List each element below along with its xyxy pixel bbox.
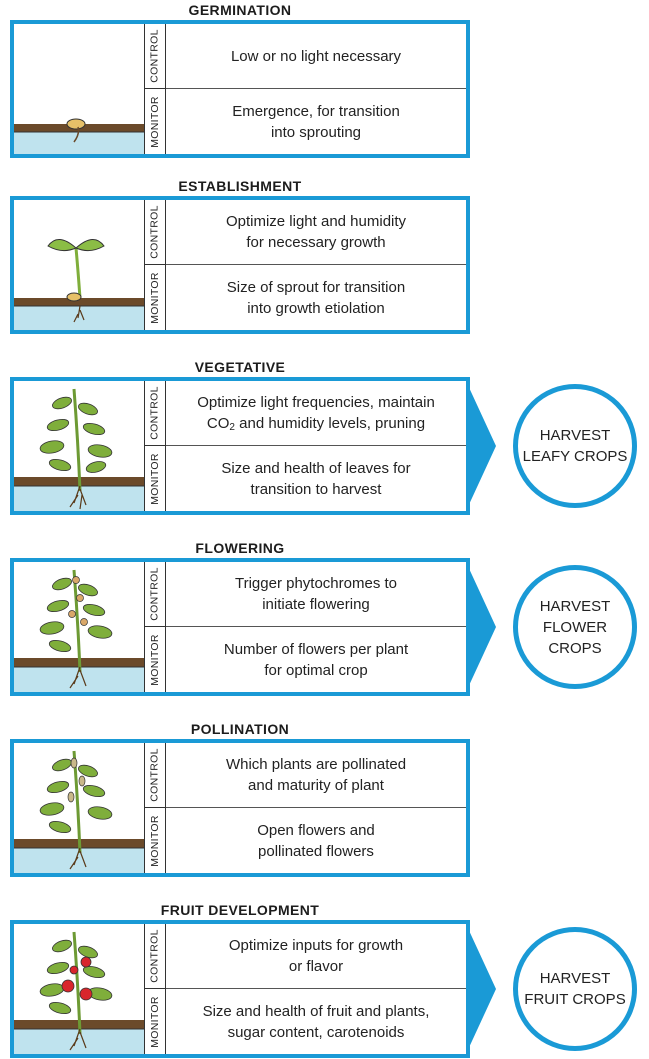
monitor-label: MONITOR: [149, 633, 161, 686]
stage-panel: CONTROL MONITOR Which plants are pollina…: [10, 739, 470, 877]
arrow-icon: [466, 381, 496, 511]
arrow-icon: [466, 924, 496, 1054]
stage-title: VEGETATIVE: [194, 359, 286, 375]
arrow-icon: [466, 562, 496, 692]
control-label: CONTROL: [149, 567, 161, 621]
stage-title: ESTABLISHMENT: [178, 178, 302, 194]
stage-panel: CONTROL MONITOR Optimize light frequenci…: [10, 377, 470, 515]
fruiting-plant-illustration: [14, 924, 144, 1054]
flowering-plant-illustration: [14, 562, 144, 692]
stage-title: GERMINATION: [188, 2, 292, 18]
monitor-label: MONITOR: [149, 452, 161, 505]
monitor-label: MONITOR: [149, 95, 161, 148]
monitor-label: MONITOR: [149, 271, 161, 324]
stage-panel: CONTROL MONITOR Optimize light and humid…: [10, 196, 470, 334]
stage-panel: CONTROL MONITOR Optimize inputs for grow…: [10, 920, 470, 1058]
seed-illustration: [14, 24, 144, 154]
monitor-label: MONITOR: [149, 814, 161, 867]
control-text: Low or no light necessary: [166, 24, 466, 89]
stage-panel: CONTROL MONITOR Low or no light necessar…: [10, 20, 470, 158]
sprout-illustration: [14, 200, 144, 330]
control-label: CONTROL: [149, 748, 161, 802]
monitor-label: MONITOR: [149, 995, 161, 1048]
plant-illustration: [14, 381, 144, 511]
control-label: CONTROL: [149, 205, 161, 259]
stage-title: FLOWERING: [195, 540, 285, 556]
stage-title: FRUIT DEVELOPMENT: [160, 902, 320, 918]
pollinated-plant-illustration: [14, 743, 144, 873]
monitor-text: Size and health of fruit and plants,suga…: [202, 1002, 430, 1041]
control-label: CONTROL: [149, 29, 161, 83]
control-label: CONTROL: [149, 386, 161, 440]
control-label: CONTROL: [149, 929, 161, 983]
stage-title: POLLINATION: [190, 721, 290, 737]
